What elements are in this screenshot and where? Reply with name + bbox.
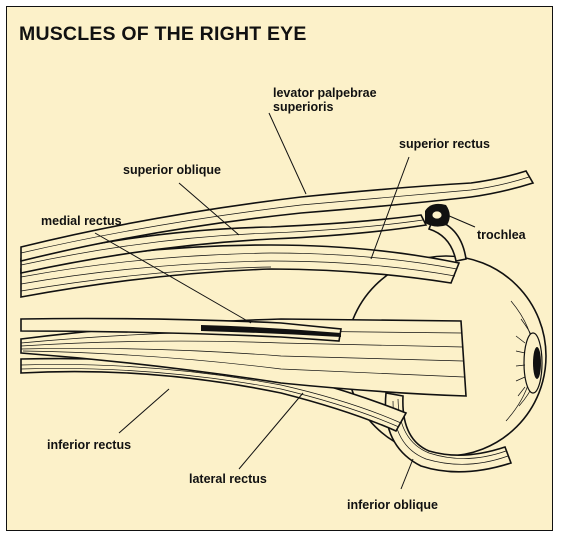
label-trochlea: trochlea: [477, 229, 526, 242]
label-medial-rectus: medial rectus: [41, 215, 122, 228]
label-levator-palpebrae: levator palpebrae: [273, 87, 377, 100]
diagram-frame: MUSCLES OF THE RIGHT EYE: [6, 6, 553, 531]
trochlea: [425, 204, 450, 227]
label-lateral-rectus: lateral rectus: [189, 473, 267, 486]
label-inferior-rectus: inferior rectus: [47, 439, 131, 452]
label-levator-palpebrae-line2: superioris: [273, 101, 333, 114]
label-superior-oblique: superior oblique: [123, 164, 221, 177]
label-superior-rectus: superior rectus: [399, 138, 490, 151]
label-inferior-oblique: inferior oblique: [347, 499, 438, 512]
